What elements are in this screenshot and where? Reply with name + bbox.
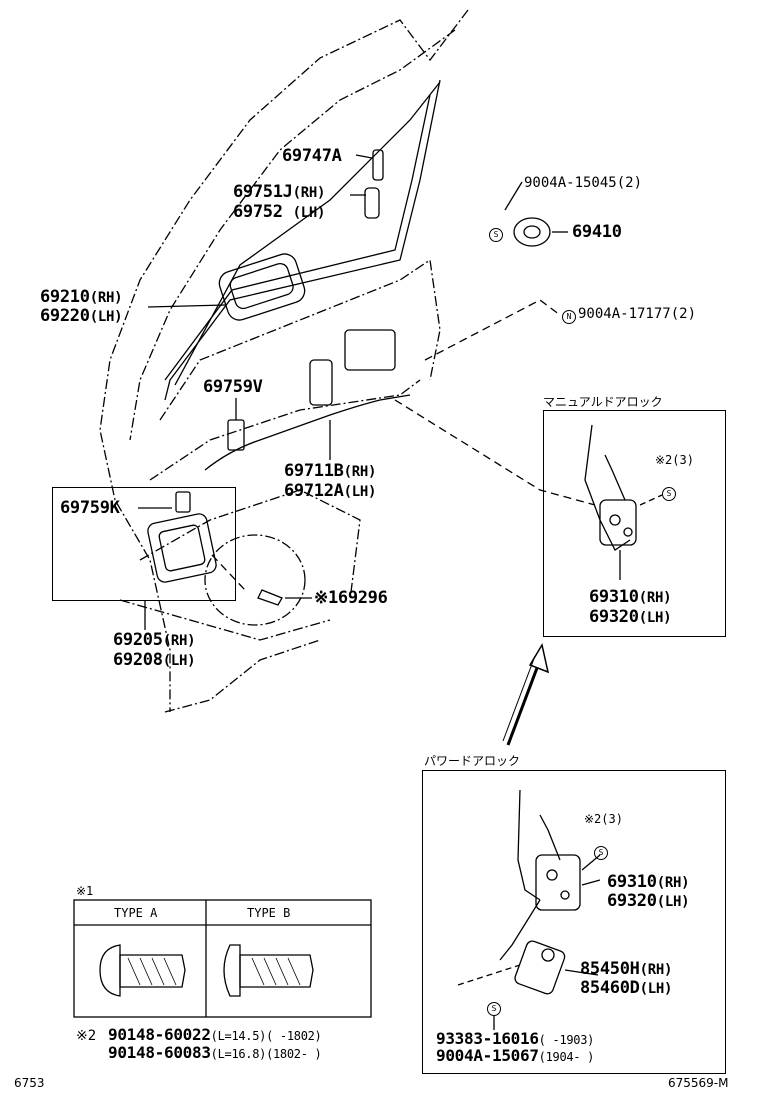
n-symbol: N [562,309,576,324]
note2-marker: ※2 [76,1028,97,1044]
note2-line2: 90148-60083(L=16.8)(1802- ) [108,1043,322,1063]
part-number: 69711B [284,461,344,481]
part-number: 69712A [284,481,344,501]
part-number: 69310 [589,587,639,607]
label-manual-69310: 69310(RH) [589,587,671,608]
type-a-label: TYPE A [114,906,158,920]
label-9004a-15045: 9004A-15045(2) [524,175,643,191]
part-number: 69310 [607,872,657,892]
side-tag: (LH) [639,981,673,997]
power-note: ※2(3) [584,812,623,826]
part-number: 9004A-15067 [436,1046,539,1065]
label-69410: 69410 [572,222,622,242]
label-69752: 69752 (LH) [233,202,325,223]
label-69296: ※169296 [314,588,388,608]
spec: (L=14.5)( -1802) [210,1029,322,1043]
label-69712a: 69712A(LH) [284,481,376,502]
power-lock-title: パワードアロック [424,754,521,768]
label-93383: 93383-16016( -1903) [436,1029,594,1049]
part-number: 69752 [233,202,283,222]
label-manual-69320: 69320(LH) [589,607,671,628]
side-tag: (LH) [638,610,672,626]
manual-note: ※2(3) [655,453,694,467]
part-number: 93383-16016 [436,1029,539,1048]
label-85450h: 85450H(RH) [580,959,672,980]
side-tag: (LH) [89,309,123,325]
part-number: 69210 [40,287,90,307]
label-9004a-17177: 9004A-17177(2) [578,306,697,322]
link-rod [204,394,411,471]
label-9004a-15067: 9004A-15067(1904- ) [436,1046,594,1066]
part-number: 85460D [580,978,640,998]
part-number: 69208 [113,650,163,670]
side-tag: (RH) [638,590,672,606]
note1-marker: ※1 [76,884,94,898]
date-range: (1904- ) [538,1050,595,1064]
side-tag: (RH) [639,962,673,978]
footer-left-code: 6753 [14,1076,45,1090]
door-frame-outline [99,9,469,712]
note2-line1: 90148-60022(L=14.5)( -1802) [108,1025,322,1045]
label-69208: 69208(LH) [113,650,195,671]
part-number: 69205 [113,630,163,650]
date-range: ( -1903) [538,1033,595,1047]
type-b-label: TYPE B [247,906,291,920]
s-symbol-1: S [489,227,503,242]
label-69759k: 69759K [60,498,120,518]
part-number: 90148-60083 [108,1043,211,1062]
label-power-69310: 69310(RH) [607,872,689,893]
side-tag: (RH) [292,185,326,201]
side-tag: (LH) [162,653,196,669]
label-69759v: 69759V [203,377,263,397]
label-69711b: 69711B(RH) [284,461,376,482]
label-69205: 69205(RH) [113,630,195,651]
label-69747a: 69747A [282,146,342,166]
s-symbol-3: S [594,845,608,860]
spec: (L=16.8)(1802- ) [210,1047,322,1061]
side-tag: (RH) [89,290,123,306]
s-symbol-2: S [662,486,676,501]
side-tag: (LH) [656,894,690,910]
part-number: 69220 [40,306,90,326]
window-frame [164,79,441,401]
side-tag: (RH) [343,464,377,480]
type-table [73,899,372,1018]
manual-lock-title: マニュアルドアロック [543,395,663,409]
label-69751j: 69751J(RH) [233,182,325,203]
footer-right-code: 675569-M [668,1076,729,1090]
label-69220: 69220(LH) [40,306,122,327]
side-tag: (RH) [162,633,196,649]
side-tag: (LH) [343,484,377,500]
label-85460d: 85460D(LH) [580,978,672,999]
side-tag: (LH) [292,205,326,221]
part-number: 69320 [589,607,639,627]
s-symbol-4: S [487,1001,501,1016]
label-power-69320: 69320(LH) [607,891,689,912]
part-number: 69751J [233,182,293,202]
power-lock-box [422,770,726,1074]
label-69210: 69210(RH) [40,287,122,308]
side-tag: (RH) [656,875,690,891]
part-number: 90148-60022 [108,1025,211,1044]
manual-lock-box [543,410,726,637]
part-number: 85450H [580,959,640,979]
inner-handle-box [52,487,236,601]
part-number: 69320 [607,891,657,911]
